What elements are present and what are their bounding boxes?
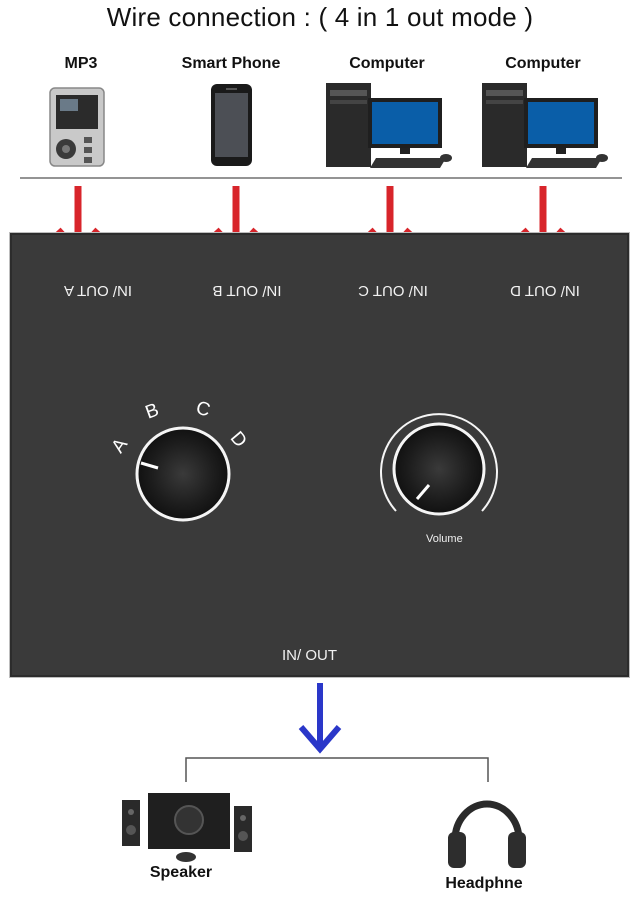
mp3-player-icon — [49, 87, 105, 167]
headphone-icon — [448, 800, 526, 868]
desktop-computer-icon — [482, 83, 608, 168]
input-label-mp3: MP3 — [64, 55, 98, 72]
speaker-system-icon — [122, 793, 252, 862]
output-label-speaker: Speaker — [149, 864, 213, 881]
bottom-port-label: IN/ OUT — [282, 647, 337, 664]
diagram-title: Wire connection : ( 4 in 1 out mode ) — [106, 2, 534, 32]
port-label-c: IN/ OUT C — [358, 282, 428, 299]
selector-knob[interactable] — [128, 419, 238, 529]
smartphone-icon — [211, 84, 252, 166]
output-label-headphone: Headphne — [445, 875, 523, 892]
volume-knob[interactable] — [374, 399, 504, 529]
port-label-b: IN/ OUT B — [212, 282, 282, 299]
desktop-computer-icon — [326, 83, 452, 168]
volume-label: Volume — [426, 533, 463, 545]
switch-panel: IN/ OUT A IN/ OUT B IN/ OUT C IN/ OUT D … — [10, 233, 629, 677]
output-bracket — [185, 757, 489, 782]
port-label-a: IN/ OUT A — [63, 282, 133, 299]
input-label-smartphone: Smart Phone — [181, 55, 281, 72]
input-label-computer-1: Computer — [349, 55, 425, 72]
input-label-computer-2: Computer — [505, 55, 581, 72]
arrow-down-icon — [298, 683, 342, 754]
port-label-d: IN/ OUT D — [510, 282, 580, 299]
